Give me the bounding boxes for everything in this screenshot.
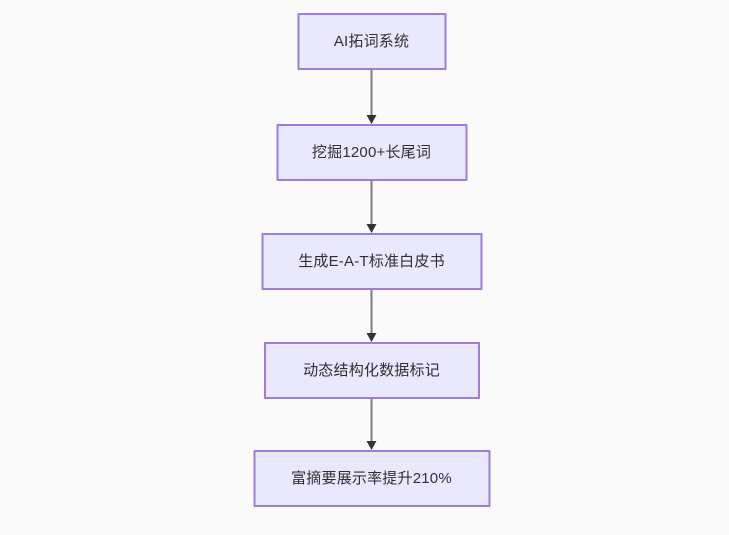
flow-edge-n2-to-n3 <box>366 181 377 233</box>
flow-node-ai-keyword-system[interactable]: AI拓词系统 <box>297 13 446 70</box>
arrow-down-icon <box>366 441 377 450</box>
flow-edge-n3-to-n4 <box>366 290 377 342</box>
edge-line <box>370 399 373 441</box>
arrow-down-icon <box>366 224 377 233</box>
flow-node-dynamic-structured-data-markup[interactable]: 动态结构化数据标记 <box>263 342 480 399</box>
edge-line <box>370 181 373 224</box>
flow-node-label: 挖掘1200+长尾词 <box>311 144 432 161</box>
arrow-down-icon <box>366 333 377 342</box>
flow-edge-n4-to-n5 <box>366 399 377 450</box>
flow-edge-n1-to-n2 <box>366 70 377 124</box>
flow-node-label: 动态结构化数据标记 <box>303 362 440 379</box>
flow-node-mine-longtail-keywords[interactable]: 挖掘1200+长尾词 <box>276 124 467 181</box>
flow-node-generate-eat-whitepaper[interactable]: 生成E-A-T标准白皮书 <box>261 233 482 290</box>
flow-node-label: 富摘要展示率提升210% <box>291 470 452 487</box>
edge-line <box>370 70 373 115</box>
flow-node-rich-snippet-rate-increase[interactable]: 富摘要展示率提升210% <box>253 450 490 507</box>
edge-line <box>370 290 373 333</box>
arrow-down-icon <box>366 115 377 124</box>
flow-node-label: 生成E-A-T标准白皮书 <box>298 253 445 270</box>
flow-node-label: AI拓词系统 <box>333 33 410 50</box>
